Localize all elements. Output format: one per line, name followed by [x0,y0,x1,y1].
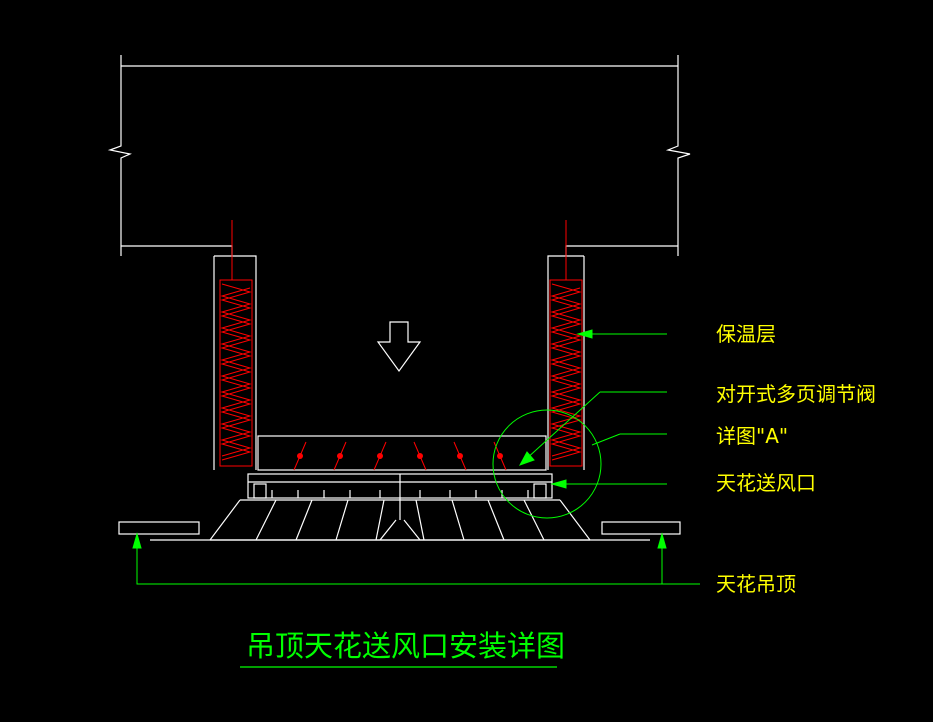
damper-pivot [337,453,343,459]
leader-lines [132,329,700,585]
label-diffuser: 天花送风口 [716,471,816,495]
upper-structure [107,55,691,256]
insulation-layer [219,279,583,467]
circle-callout-icon [492,409,602,519]
damper-pivot [297,453,303,459]
insulation-zigzag [550,287,582,457]
hanger-rods [231,220,567,280]
down-arrow-icon [376,321,422,373]
opposed-blade-damper [257,435,547,471]
diffuser-frame [247,473,553,520]
insulation-zigzag [220,283,252,461]
damper-pivot [497,453,503,459]
label-insulation: 保温层 [716,322,776,346]
damper-pivot [457,453,463,459]
damper-pivot [377,453,383,459]
damper-pivot [417,453,423,459]
insulation-zigzag [550,283,582,461]
insulation-zigzag [220,287,252,457]
suspended-ceiling [118,521,681,541]
label-ceiling: 天花吊顶 [716,572,796,596]
label-detail-a: 详图"A" [716,424,788,448]
drawing-title: 吊顶天花送风口安装详图 [246,629,565,663]
label-damper: 对开式多页调节阀 [716,382,876,406]
duct-neck [213,255,585,470]
